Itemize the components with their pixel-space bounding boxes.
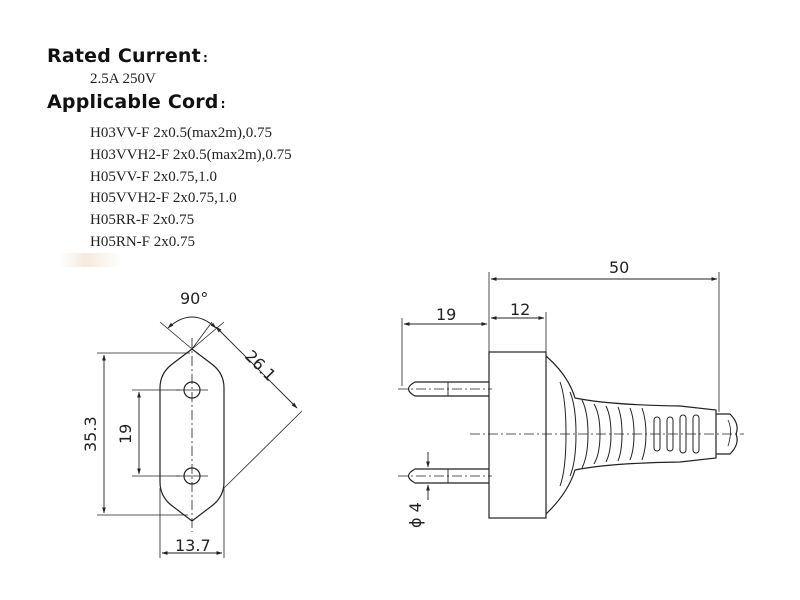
cord-item: H03VVH2-F 2x0.5(max2m),0.75	[90, 146, 292, 163]
applicable-cord-label: Applicable Cord	[47, 91, 219, 113]
cord-list: H03VV-F 2x0.5(max2m),0.75 H03VVH2-F 2x0.…	[90, 123, 292, 254]
width-label: 13.7	[175, 536, 211, 555]
cord-item: H05VV-F 2x0.75,1.0	[90, 168, 217, 185]
pin-diameter-label: ϕ 4	[406, 502, 425, 528]
pin-length-label: 19	[436, 305, 456, 324]
cord-item: H03VV-F 2x0.5(max2m),0.75	[90, 125, 272, 141]
diagonal-dimension-line	[215, 326, 298, 409]
cord-item: H05RR-F 2x0.75	[90, 212, 195, 229]
body-length-label: 12	[510, 300, 530, 319]
diagonal-label: 26.1	[241, 346, 280, 385]
applicable-cord-colon: :	[220, 97, 226, 111]
front-view	[97, 316, 303, 558]
rated-current-value: 2.5A 250V	[90, 71, 156, 87]
total-length-label: 50	[609, 258, 629, 277]
angle-label: 90°	[180, 289, 208, 308]
pin-spacing-label: 19	[116, 424, 135, 444]
pin-bottom	[407, 468, 489, 484]
side-view	[398, 272, 744, 519]
height-label: 35.3	[81, 416, 100, 452]
angle-arc	[167, 316, 217, 329]
face-plate	[488, 351, 547, 519]
applicable-cord-heading: Applicable Cord:	[47, 91, 226, 113]
pin-top	[407, 381, 489, 397]
cord-item: H05VVH2-F 2x0.75,1.0	[90, 190, 237, 207]
scan-smudge	[60, 253, 122, 267]
rated-current-label: Rated Current	[47, 45, 201, 67]
rated-current-colon: :	[202, 51, 208, 65]
cord-item: H05RN-F 2x0.75	[90, 233, 196, 250]
body-taper	[545, 355, 717, 515]
rated-current-heading: Rated Current:	[47, 45, 208, 67]
